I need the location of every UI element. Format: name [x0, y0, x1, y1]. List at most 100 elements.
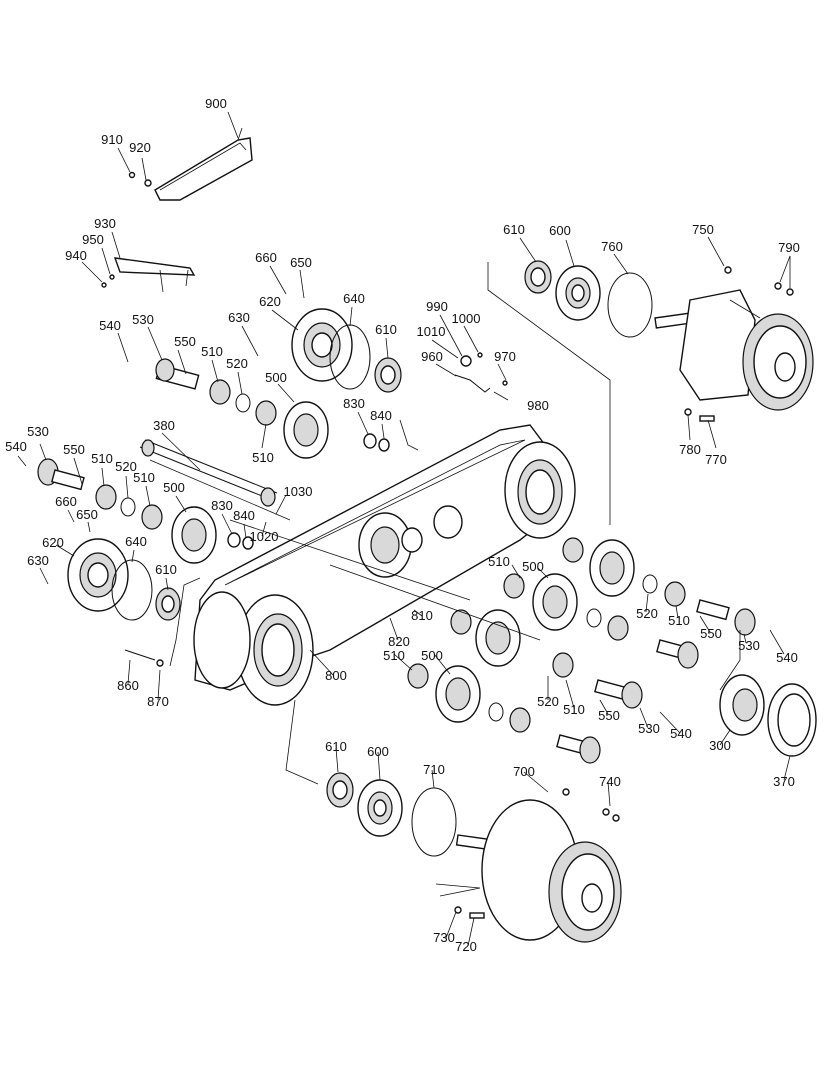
label-620-upper: 620	[259, 294, 281, 309]
label-600-bottom: 600	[367, 744, 389, 759]
part-500-bushing-low	[475, 609, 521, 667]
part-300-hub	[719, 674, 765, 736]
label-620-left: 620	[42, 535, 64, 550]
part-520-ring-left	[120, 497, 136, 517]
label-530-bl: 530	[638, 721, 660, 736]
label-540-bl: 540	[670, 726, 692, 741]
part-510-bearing-low-b	[552, 652, 574, 678]
part-510-bearing-m2-b	[607, 615, 629, 641]
part-610-seal-bottom	[326, 772, 354, 808]
label-820: 820	[388, 634, 410, 649]
label-530-upper: 530	[132, 312, 154, 327]
label-510-upper-b: 510	[252, 450, 274, 465]
part-760-oring-top	[607, 272, 653, 338]
label-950: 950	[82, 232, 104, 247]
label-940: 940	[65, 248, 87, 263]
label-510-rm-a: 510	[488, 554, 510, 569]
part-520-ring-rm	[642, 574, 658, 594]
label-510-upper-a: 510	[201, 344, 223, 359]
label-380: 380	[153, 418, 175, 433]
label-860: 860	[117, 678, 139, 693]
part-930-bracket	[101, 257, 196, 293]
part-700-motor-bottom	[454, 788, 622, 943]
label-500-rm: 500	[522, 559, 544, 574]
part-510-bearing-low-a	[450, 609, 472, 635]
part-530-pin-upper	[155, 358, 200, 390]
label-760: 760	[601, 239, 623, 254]
label-550-upper: 550	[174, 334, 196, 349]
part-500-bushing-rm	[589, 539, 635, 597]
label-550-left: 550	[63, 442, 85, 457]
part-600-bearing-top	[555, 265, 601, 321]
label-720: 720	[455, 939, 477, 954]
part-530-pin-low	[594, 679, 643, 709]
part-610-seal-upper	[374, 357, 402, 393]
label-1000: 1000	[452, 311, 481, 326]
label-930: 930	[94, 216, 116, 231]
label-920: 920	[129, 140, 151, 155]
label-730: 730	[433, 930, 455, 945]
label-780: 780	[679, 442, 701, 457]
label-990: 990	[426, 299, 448, 314]
part-530-pin-bl	[556, 734, 601, 764]
label-540-rm: 540	[776, 650, 798, 665]
part-labels: 900 910 920 930 950 940 610 600 760 750 …	[5, 96, 800, 954]
part-830-840-fitting-upper	[363, 433, 390, 452]
part-620-cover-left	[67, 538, 129, 612]
label-790: 790	[778, 240, 800, 255]
part-510-bearing-bl-b	[509, 707, 531, 733]
label-840-left: 840	[233, 508, 255, 523]
part-530-pin-left	[37, 458, 85, 491]
part-610-seal-top	[524, 260, 552, 294]
part-510-bearing-rm-a	[562, 537, 584, 563]
part-530-pin-rm	[696, 599, 756, 636]
label-810: 810	[411, 608, 433, 623]
label-770: 770	[705, 452, 727, 467]
label-1020: 1020	[250, 529, 279, 544]
part-510-bearing-bl-a	[407, 663, 429, 689]
label-630-left: 630	[27, 553, 49, 568]
label-540-left: 540	[5, 439, 27, 454]
label-520-upper: 520	[226, 356, 248, 371]
part-830-840-fitting-left	[227, 532, 254, 550]
label-740: 740	[599, 774, 621, 789]
label-800: 800	[325, 668, 347, 683]
label-970: 970	[494, 349, 516, 364]
part-510-bearing-left-b	[141, 504, 163, 530]
label-530-rm: 530	[738, 638, 760, 653]
part-520-ring-upper	[235, 393, 251, 413]
label-540-upper: 540	[99, 318, 121, 333]
label-520-rm: 520	[636, 606, 658, 621]
part-370-cover	[767, 683, 817, 757]
label-500-bl: 500	[421, 648, 443, 663]
part-510-bearing-rm-b	[664, 581, 686, 607]
label-550-rm: 550	[700, 626, 722, 641]
label-980: 980	[527, 398, 549, 413]
part-510-bearing-left-a	[95, 484, 117, 510]
part-520-ring-m2	[586, 608, 602, 628]
part-380-shaft	[139, 439, 278, 507]
label-530-left: 530	[27, 424, 49, 439]
label-510-bl-b: 510	[563, 702, 585, 717]
label-1030: 1030	[284, 484, 313, 499]
label-300: 300	[709, 738, 731, 753]
part-900-guard	[154, 127, 253, 201]
part-620-cover-upper	[291, 308, 353, 382]
part-710-oring-bottom	[411, 787, 457, 857]
label-650-left: 650	[76, 507, 98, 522]
label-630-upper: 630	[228, 310, 250, 325]
label-710: 710	[423, 762, 445, 777]
part-500-bushing-upper	[283, 401, 329, 459]
label-610-upper: 610	[375, 322, 397, 337]
label-910: 910	[101, 132, 123, 147]
part-750-motor-top	[654, 266, 814, 422]
label-510-left-a: 510	[91, 451, 113, 466]
label-700: 700	[513, 764, 535, 779]
part-500-bushing-m2	[532, 573, 578, 631]
label-640-left: 640	[125, 534, 147, 549]
label-600-top: 600	[549, 223, 571, 238]
label-610-top: 610	[503, 222, 525, 237]
part-500-bushing-left	[171, 506, 217, 564]
label-510-left-b: 510	[133, 470, 155, 485]
